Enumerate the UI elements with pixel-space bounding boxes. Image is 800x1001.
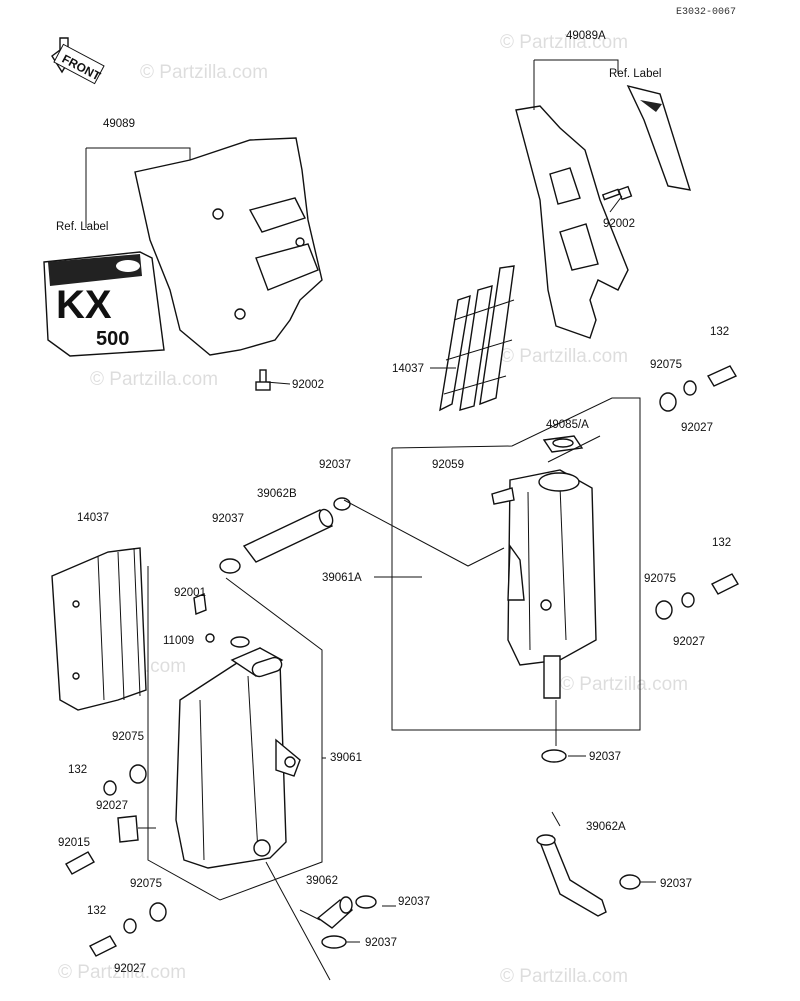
decal-model: 500	[96, 328, 129, 350]
callout-ref-label-right: Ref. Label	[609, 68, 661, 80]
watermark: © Partzilla.com	[560, 674, 688, 695]
watermark: © Partzilla.com	[90, 369, 218, 390]
callout-92037-b: 92037	[212, 513, 244, 525]
callout-92002-right: 92002	[603, 218, 635, 230]
callout-92027-bot: 92027	[114, 963, 146, 975]
callout-92037-e: 92037	[398, 896, 430, 908]
vent-tube	[422, 488, 468, 680]
callout-39062A: 39062A	[586, 821, 626, 833]
watermark: © Partzilla.com	[500, 966, 628, 987]
hose-39062B	[242, 508, 334, 563]
callout-92075-top: 92075	[650, 359, 682, 371]
callout-132-top: 132	[710, 326, 729, 338]
bolt-132-icon	[65, 365, 739, 957]
grommet-icon	[129, 392, 677, 922]
callout-ref-label-left: Ref. Label	[56, 221, 108, 233]
hose-39062	[316, 896, 354, 929]
callout-92015: 92015	[58, 837, 90, 849]
hose-39062A	[536, 834, 607, 917]
callout-132-left: 132	[68, 764, 87, 776]
callout-39061: 39061	[330, 752, 362, 764]
watermarks: © Partzilla.com © Partzilla.com © Partzi…	[58, 32, 688, 987]
radiator-left	[175, 636, 301, 869]
callout-49085A: 49085/A	[546, 419, 589, 431]
callout-92037-f: 92037	[365, 937, 397, 949]
kx-decal: KX 500	[43, 251, 165, 357]
watermark: © Partzilla.com	[58, 962, 186, 983]
callout-92059: 92059	[432, 459, 464, 471]
callout-92001: 92001	[174, 587, 206, 599]
callout-39062B: 39062B	[257, 488, 297, 500]
callout-92075-left: 92075	[112, 731, 144, 743]
radiator-guard-left	[51, 547, 147, 711]
watermark: © Partzilla.com	[140, 62, 268, 83]
callout-132-mid: 132	[712, 537, 731, 549]
leader-lines	[85, 59, 656, 981]
figure-code: E3032-0067	[676, 7, 736, 18]
right-radiator-shroud	[515, 105, 629, 339]
callout-92075-mid: 92075	[644, 573, 676, 585]
collar-icon	[103, 380, 697, 934]
front-arrow-icon: FRONT	[51, 37, 105, 85]
bolt-92002-icon	[601, 185, 633, 201]
callout-92037-c: 92037	[589, 751, 621, 763]
radiator-guard-top	[439, 265, 515, 412]
callout-14037-left: 14037	[77, 512, 109, 524]
bolt-92002-icon	[255, 369, 271, 391]
left-radiator-shroud	[134, 137, 323, 356]
callout-132-bot: 132	[87, 905, 106, 917]
callout-49089A: 49089A	[566, 30, 606, 42]
callout-92027-left: 92027	[96, 800, 128, 812]
callout-labels: 49089A Ref. Label 49089 Ref. Label 92002…	[56, 30, 731, 975]
radiator-right	[491, 469, 597, 699]
callout-92075-bot: 92075	[130, 878, 162, 890]
callout-39062: 39062	[306, 875, 338, 887]
ref-label-sticker	[626, 84, 692, 191]
callout-39061A: 39061A	[322, 572, 362, 584]
watermark: © Partzilla.com	[500, 32, 628, 53]
callout-92002-left: 92002	[292, 379, 324, 391]
clip-92015-icon	[117, 815, 139, 843]
radiator-cap-icon	[542, 435, 584, 453]
bolt-92001-icon	[193, 593, 207, 615]
callout-92027-top: 92027	[681, 422, 713, 434]
decal-brand: KX	[56, 283, 112, 327]
gasket-11009-icon	[205, 633, 215, 643]
callout-49089: 49089	[103, 118, 135, 130]
callout-92037-d: 92037	[660, 878, 692, 890]
watermark: © Partzilla.com	[500, 346, 628, 367]
callout-14037-top: 14037	[392, 363, 424, 375]
callout-92037-a: 92037	[319, 459, 351, 471]
callout-11009: 11009	[163, 635, 194, 647]
callout-92027-mid: 92027	[673, 636, 705, 648]
